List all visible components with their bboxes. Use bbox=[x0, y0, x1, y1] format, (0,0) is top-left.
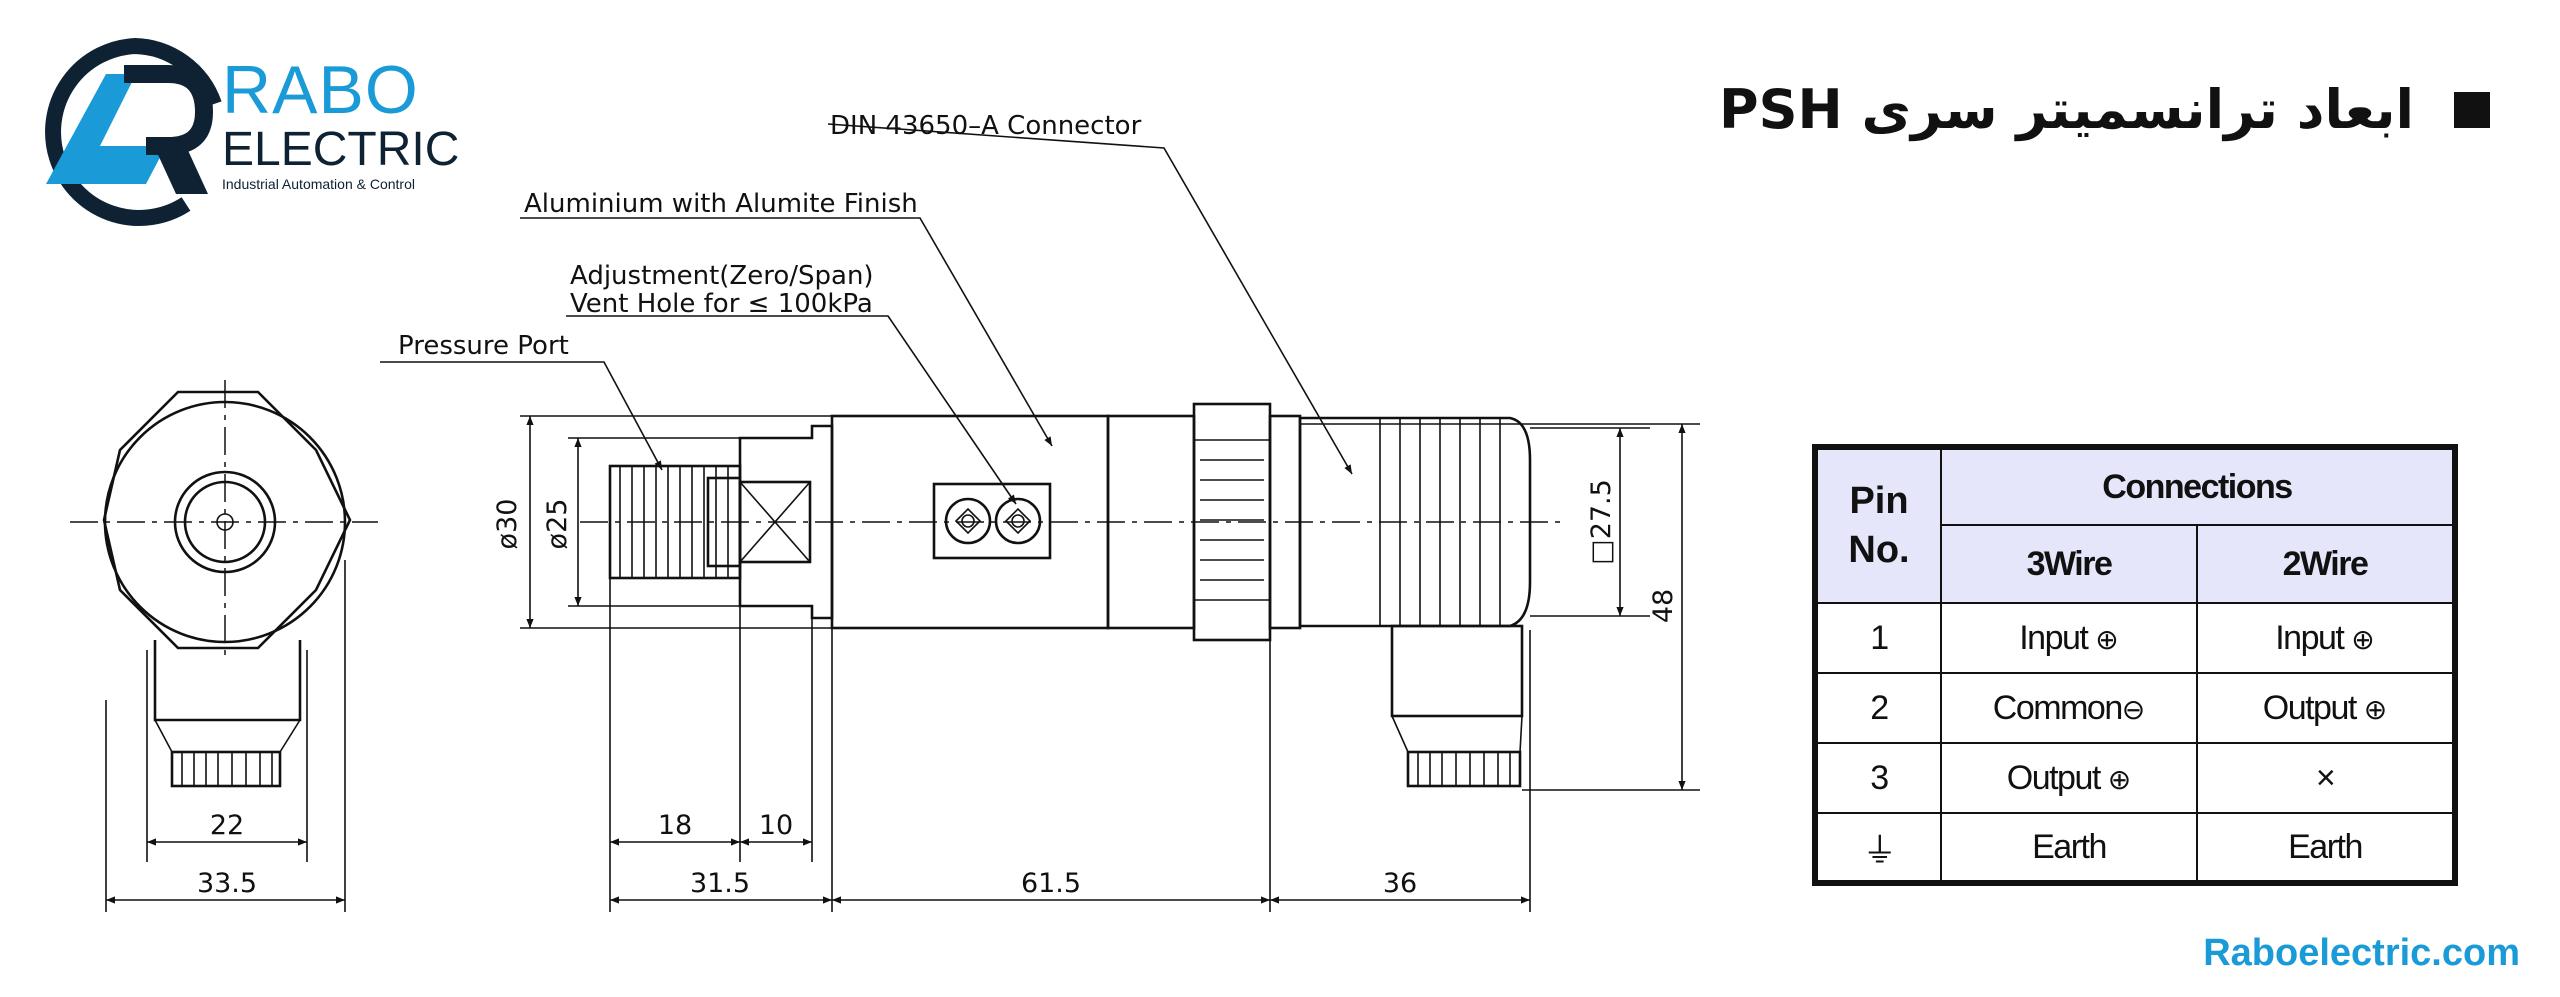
cell-text: Common bbox=[1992, 688, 2123, 727]
minus-circle-icon: ⊖ bbox=[2121, 693, 2146, 725]
pin-header-line1: Pin bbox=[1849, 479, 1909, 522]
brand-logo: RABO ELECTRIC Industrial Automation & Co… bbox=[36, 34, 459, 234]
callout-connector: DIN 43650–A Connector bbox=[830, 111, 1142, 141]
cell-text: Input bbox=[2275, 618, 2345, 657]
header-bullet-icon bbox=[2454, 91, 2490, 128]
front-view bbox=[70, 380, 378, 912]
table-row: 2 Common⊖ Output ⊕ bbox=[1814, 672, 2456, 744]
plus-circle-icon: ⊕ bbox=[2095, 623, 2119, 655]
cell-2wire: Earth bbox=[2196, 812, 2456, 884]
cell-2wire: Input ⊕ bbox=[2196, 602, 2456, 674]
cell-2wire: × bbox=[2196, 742, 2456, 814]
table-header-row: Pin No. Connections bbox=[1814, 446, 2456, 604]
logo-name-top: RABO bbox=[222, 52, 419, 128]
dim-31-5: 31.5 bbox=[690, 868, 750, 899]
side-view bbox=[380, 123, 1700, 912]
plus-circle-icon: ⊕ bbox=[2107, 763, 2132, 795]
dim-10: 10 bbox=[759, 810, 793, 841]
callout-adjustment: Adjustment(Zero/Span) bbox=[570, 261, 874, 291]
cell-text: Input bbox=[2019, 618, 2089, 657]
cell-text: × bbox=[2315, 758, 2336, 797]
dim-square-27-5: □27.5 bbox=[1586, 479, 1617, 565]
pin-number: 2 bbox=[1814, 672, 1942, 744]
pin-number: 1 bbox=[1814, 602, 1942, 674]
dim-dia-30: ø30 bbox=[492, 499, 523, 550]
connections-header: Connections bbox=[1940, 446, 2456, 526]
pin-header-line2: No. bbox=[1848, 529, 1910, 571]
callout-pressure-port: Pressure Port bbox=[398, 331, 569, 361]
cell-3wire: Common⊖ bbox=[1940, 672, 2198, 744]
dim-dia-25: ø25 bbox=[542, 499, 573, 550]
pin-connections-table: Pin No. Connections 3Wire 2Wire 1 Input … bbox=[1812, 444, 2458, 886]
website-link[interactable]: Raboelectric.com bbox=[2203, 932, 2520, 974]
dim-22: 22 bbox=[210, 810, 244, 841]
callout-body-material: Aluminium with Alumite Finish bbox=[524, 189, 918, 219]
plus-circle-icon: ⊕ bbox=[2363, 693, 2388, 725]
cell-3wire: Earth bbox=[1940, 812, 2198, 884]
dim-48: 48 bbox=[1648, 589, 1679, 623]
dim-36: 36 bbox=[1383, 868, 1417, 899]
col-3wire-header: 3Wire bbox=[1940, 524, 2198, 604]
ground-symbol-icon: ⏚ bbox=[1814, 812, 1942, 884]
pin-number: 3 bbox=[1814, 742, 1942, 814]
cell-2wire: Output ⊕ bbox=[2196, 672, 2456, 744]
cell-text: Output bbox=[2262, 688, 2358, 727]
logo-tagline: Industrial Automation & Control bbox=[222, 176, 415, 192]
cell-text: Earth bbox=[2288, 827, 2363, 866]
cell-3wire: Output ⊕ bbox=[1940, 742, 2198, 814]
page-header: ابعاد ترانسمیتر سری PSH bbox=[1719, 78, 2490, 141]
logo-name-bottom: ELECTRIC bbox=[222, 123, 460, 176]
logo-mark-icon bbox=[45, 38, 222, 226]
dim-33-5: 33.5 bbox=[197, 868, 257, 899]
dim-61-5: 61.5 bbox=[1021, 868, 1081, 899]
cell-text: Output bbox=[2006, 758, 2102, 797]
cell-text: Earth bbox=[2032, 827, 2107, 866]
dim-18: 18 bbox=[658, 810, 692, 841]
page-title: ابعاد ترانسمیتر سری PSH bbox=[1719, 78, 2414, 141]
table-row: 3 Output ⊕ × bbox=[1814, 742, 2456, 814]
plus-circle-icon: ⊕ bbox=[2351, 623, 2375, 655]
table-row: 1 Input ⊕ Input ⊕ bbox=[1814, 602, 2456, 674]
cell-3wire: Input ⊕ bbox=[1940, 602, 2198, 674]
col-2wire-header: 2Wire bbox=[2196, 524, 2456, 604]
table-row: ⏚ Earth Earth bbox=[1814, 812, 2456, 884]
table-subheader-row: 3Wire 2Wire bbox=[1815, 524, 2456, 604]
callout-vent-hole: Vent Hole for ≤ 100kPa bbox=[570, 289, 873, 319]
pin-no-header: Pin No. bbox=[1814, 446, 1942, 604]
